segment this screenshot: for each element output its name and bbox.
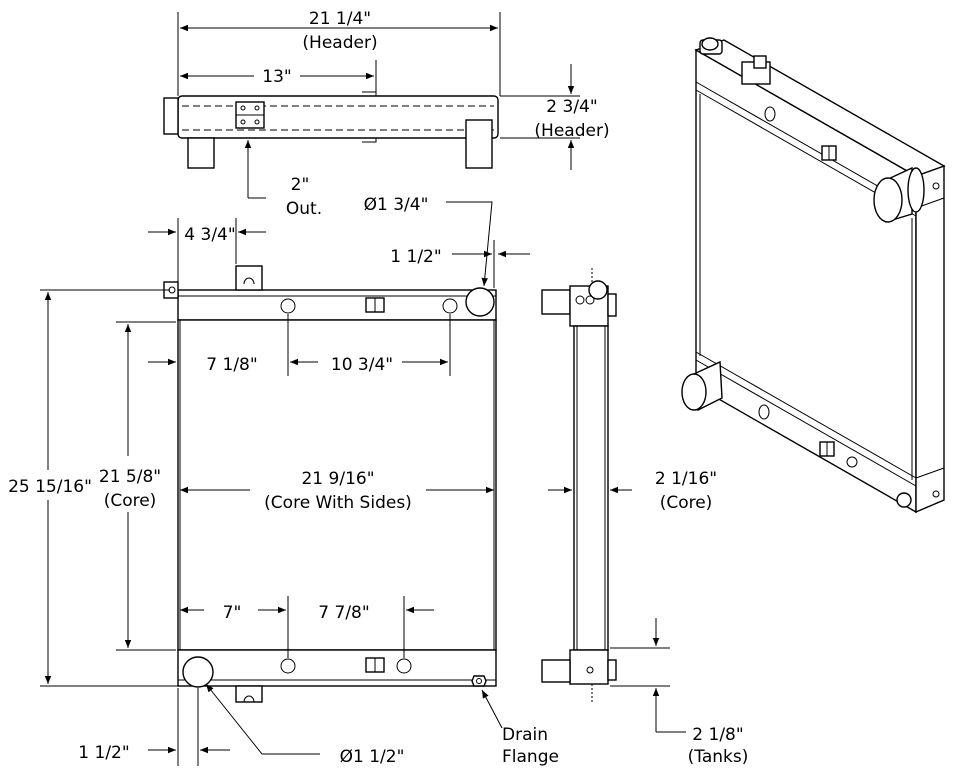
top-left-label: 4 3/4" xyxy=(184,225,235,245)
core-depth-label: 2 1/16" xyxy=(655,469,717,489)
top-spacing-b-label: 10 3/4" xyxy=(331,355,393,375)
isometric-view xyxy=(681,37,946,514)
bottom-spacing-b-label: 7 7/8" xyxy=(318,603,369,623)
overall-height-label: 25 15/16" xyxy=(8,477,92,497)
tank-depth-note: (Tanks) xyxy=(688,747,749,767)
outlet-label: 2" xyxy=(291,175,310,195)
header-width-note: (Header) xyxy=(302,33,377,53)
core-height-note: (Core) xyxy=(104,491,157,511)
drain-label-1: Drain xyxy=(502,725,548,745)
core-depth-note: (Core) xyxy=(660,493,713,513)
bottom-dia-label: Ø1 1/2" xyxy=(340,747,405,767)
header-height-label: 2 3/4" xyxy=(546,97,597,117)
core-width-label: 21 9/16" xyxy=(301,469,374,489)
top-spacing-a-label: 7 1/8" xyxy=(206,355,257,375)
core-height-label: 21 5/8" xyxy=(99,467,161,487)
drain-label-2: Flange xyxy=(502,747,559,767)
header-offset-label: 13" xyxy=(262,67,291,87)
bottom-spacing-a-label: 7" xyxy=(223,603,242,623)
header-height-note: (Header) xyxy=(534,121,609,141)
bottom-left-label: 1 1/2" xyxy=(78,743,129,763)
header-width-label: 21 1/4" xyxy=(309,9,371,29)
top-dia-label: Ø1 3/4" xyxy=(364,195,429,215)
side-view xyxy=(541,268,617,704)
core-width-note: (Core With Sides) xyxy=(264,493,412,513)
front-view xyxy=(163,265,497,703)
top-view xyxy=(163,91,499,169)
outlet-note: Out. xyxy=(286,199,322,219)
tank-depth-label: 2 1/8" xyxy=(692,725,743,745)
top-right-label: 1 1/2" xyxy=(390,247,441,267)
